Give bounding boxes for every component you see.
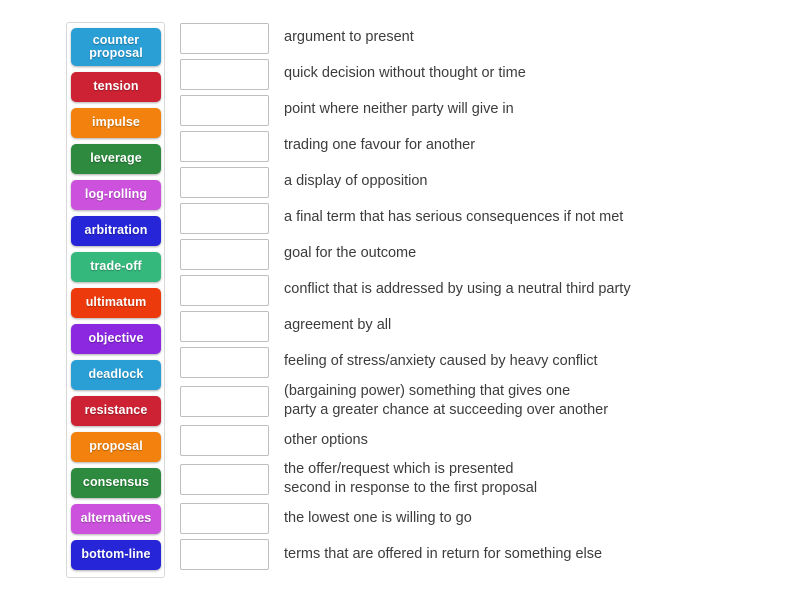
word-tile[interactable]: arbitration — [71, 216, 161, 246]
word-tile-label: impulse — [92, 115, 140, 130]
word-tile-label: counter proposal — [89, 32, 143, 60]
definition-text: point where neither party will give in — [284, 101, 514, 118]
definition-row: agreement by all — [180, 310, 790, 342]
definition-text: trading one favour for another — [284, 137, 476, 154]
definition-row: the offer/request which is presented sec… — [180, 460, 790, 498]
word-tile-label: objective — [88, 331, 144, 346]
definition-text: other options — [284, 431, 368, 448]
definition-row: conflict that is addressed by using a ne… — [180, 274, 790, 306]
word-tile[interactable]: log-rolling — [71, 180, 161, 210]
word-tile[interactable]: deadlock — [71, 360, 161, 390]
definition-row: trading one favour for another — [180, 130, 790, 162]
word-tile[interactable]: consensus — [71, 468, 161, 498]
answer-drop-box[interactable] — [180, 463, 269, 495]
word-tile[interactable]: proposal — [71, 432, 161, 462]
definition-text: agreement by all — [284, 317, 392, 334]
answer-drop-box[interactable] — [180, 202, 269, 234]
answer-drop-box[interactable] — [180, 503, 269, 534]
answer-drop-box[interactable] — [180, 274, 269, 306]
word-tile-label: tension — [93, 79, 139, 94]
word-tile-label: ultimatum — [85, 295, 147, 310]
answer-drop-box[interactable] — [180, 166, 269, 198]
definition-row: other options — [180, 424, 790, 456]
definition-row: the lowest one is willing to go — [180, 503, 790, 535]
definition-rows: argument to present quick decision withou… — [180, 22, 790, 575]
definition-text: terms that are offered in return for som… — [284, 545, 603, 562]
definition-text: quick decision without thought or time — [284, 65, 526, 82]
definition-row: quick decision without thought or time — [180, 58, 790, 90]
definition-text: the lowest one is willing to go — [284, 509, 472, 526]
word-tile-label: consensus — [82, 475, 150, 490]
word-tile-label: bottom-line — [81, 547, 151, 562]
definition-text: the offer/request which is presented sec… — [284, 461, 538, 497]
definition-text: (bargaining power) something that gives … — [284, 383, 609, 419]
answer-drop-box[interactable] — [180, 58, 269, 90]
definition-text: feeling of stress/anxiety caused by heav… — [284, 353, 598, 370]
definition-row: terms that are offered in return for som… — [180, 539, 790, 571]
definition-row: point where neither party will give in — [180, 94, 790, 126]
answer-drop-box[interactable] — [180, 539, 269, 570]
word-tile-label: arbitration — [84, 223, 148, 238]
definition-text: goal for the outcome — [284, 245, 417, 262]
word-tile-tray: counter proposal tension impulse leverage lo… — [66, 22, 165, 578]
word-tile[interactable]: ultimatum — [71, 288, 161, 318]
answer-drop-box[interactable] — [180, 94, 269, 126]
answer-drop-box[interactable] — [180, 424, 269, 456]
word-tile[interactable]: impulse — [71, 108, 161, 138]
word-tile[interactable]: counter proposal — [71, 28, 161, 66]
definition-row: a display of opposition — [180, 166, 790, 198]
word-tile[interactable]: bottom-line — [71, 540, 161, 570]
answer-drop-box[interactable] — [180, 310, 269, 342]
word-tile[interactable]: tension — [71, 72, 161, 102]
definition-row: goal for the outcome — [180, 238, 790, 270]
word-tile-label: trade-off — [90, 259, 142, 274]
word-tile[interactable]: leverage — [71, 144, 161, 174]
word-tile-label: log-rolling — [84, 187, 148, 202]
definition-row: (bargaining power) something that gives … — [180, 382, 790, 420]
word-tile-label: resistance — [84, 403, 148, 418]
word-tile-label: deadlock — [88, 367, 144, 382]
word-tile[interactable]: resistance — [71, 396, 161, 426]
definition-text: a display of opposition — [284, 173, 428, 190]
answer-drop-box[interactable] — [180, 22, 269, 54]
definition-row: feeling of stress/anxiety caused by heav… — [180, 346, 790, 378]
answer-drop-box[interactable] — [180, 130, 269, 162]
answer-drop-box[interactable] — [180, 346, 269, 378]
word-tile-label: leverage — [90, 151, 142, 166]
word-tile-label: alternatives — [80, 511, 152, 526]
word-tile[interactable]: trade-off — [71, 252, 161, 282]
definition-row: a final term that has serious consequenc… — [180, 202, 790, 234]
word-tile-label: proposal — [89, 439, 143, 454]
answer-drop-box[interactable] — [180, 238, 269, 270]
definition-text: argument to present — [284, 29, 414, 46]
definition-text: conflict that is addressed by using a ne… — [284, 281, 631, 298]
definition-row: argument to present — [180, 22, 790, 54]
definition-text: a final term that has serious consequenc… — [284, 209, 624, 226]
answer-drop-box[interactable] — [180, 385, 269, 417]
word-tile[interactable]: objective — [71, 324, 161, 354]
word-tile[interactable]: alternatives — [71, 504, 161, 534]
